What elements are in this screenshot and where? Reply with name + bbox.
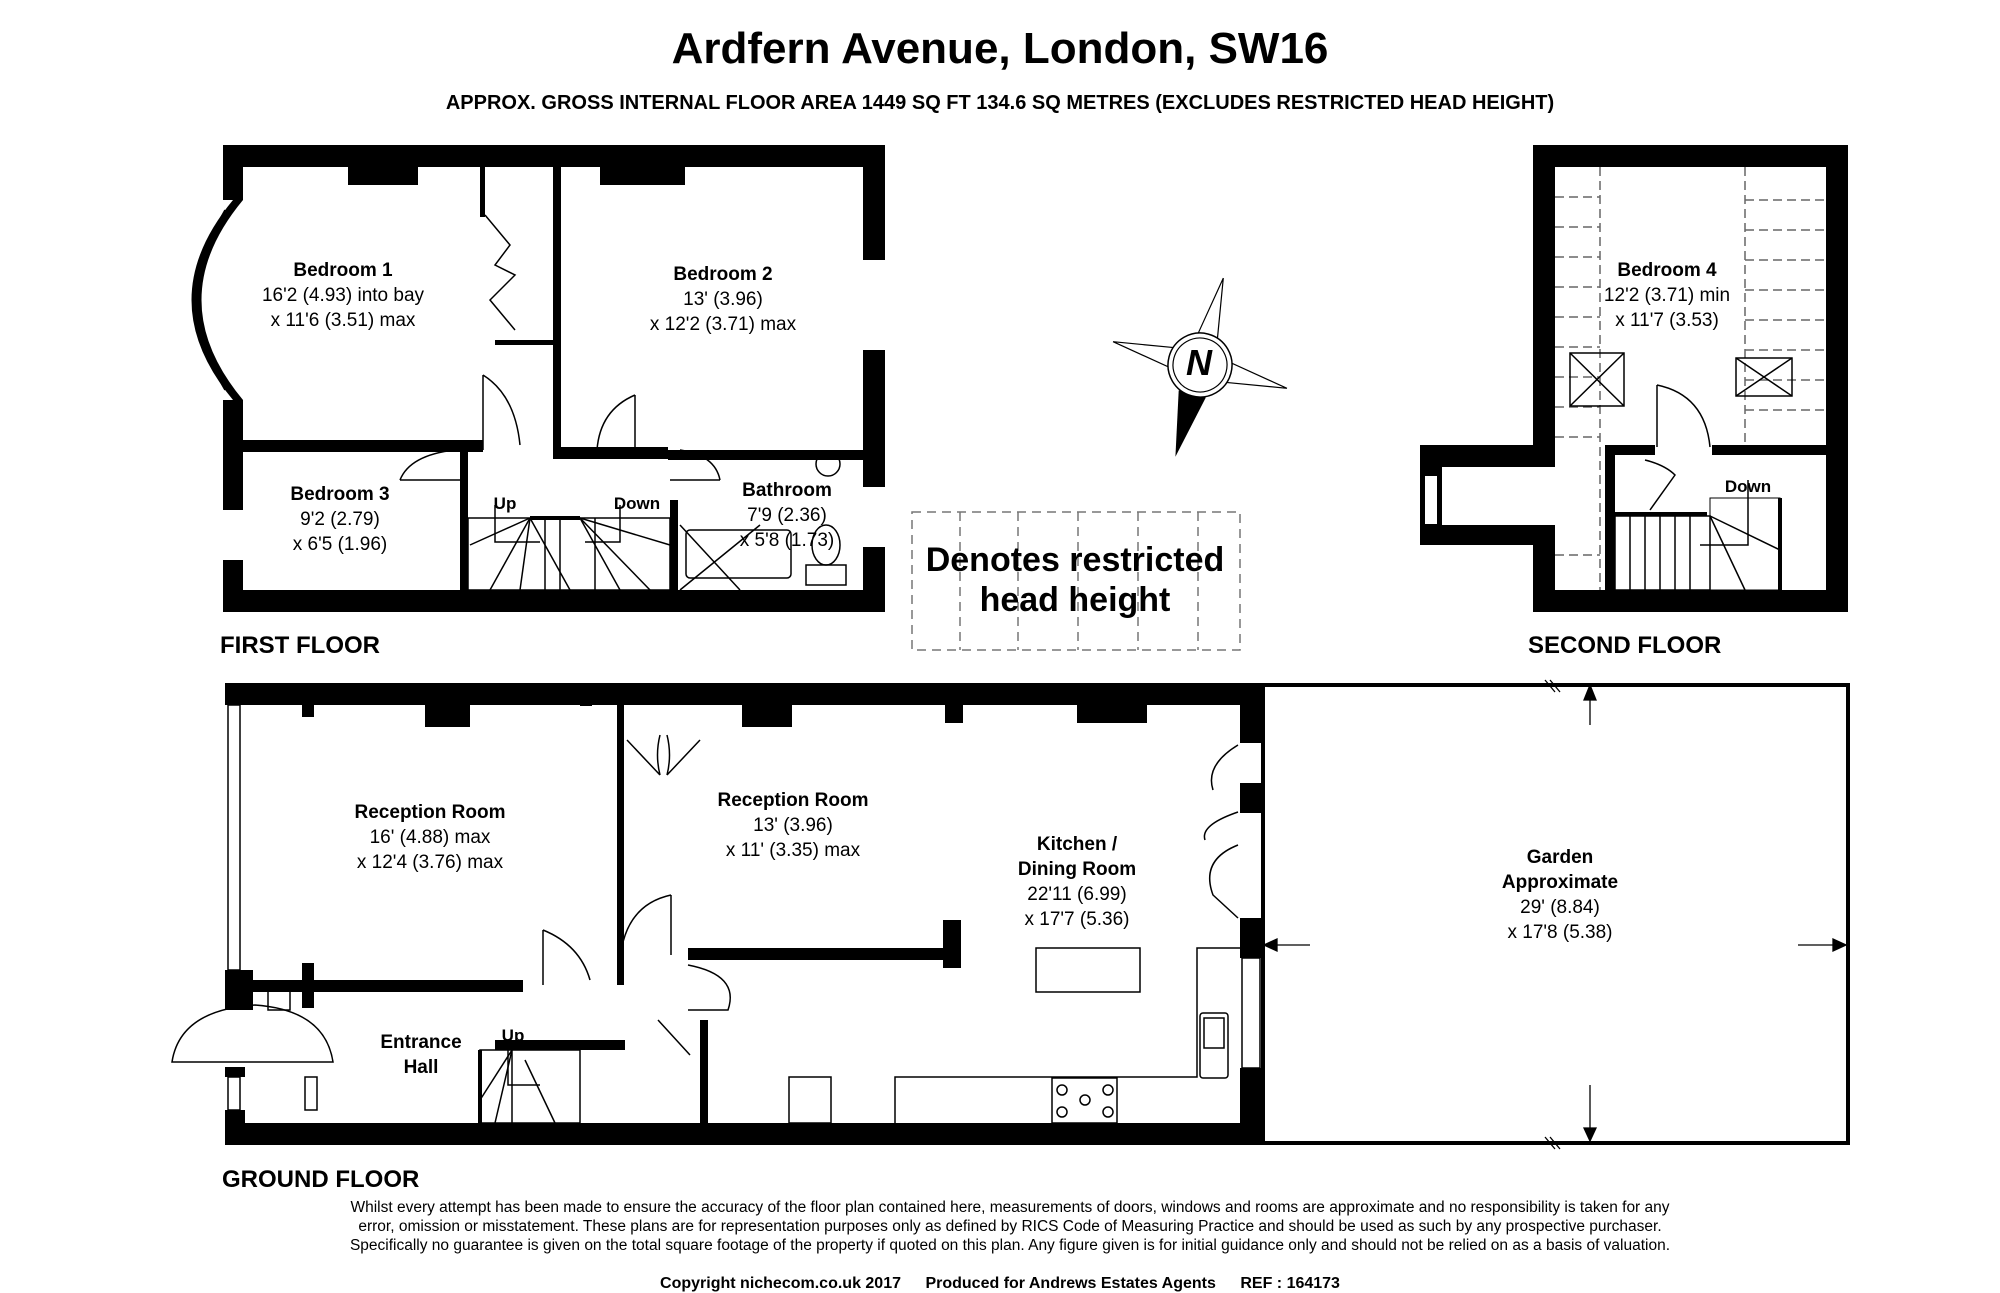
first-floor-fixtures <box>197 204 847 591</box>
first-floor-label: FIRST FLOOR <box>220 632 380 659</box>
ground-floor-label: GROUND FLOOR <box>222 1166 420 1193</box>
room-bedroom-4: Bedroom 4 12'2 (3.71) min x 11'7 (3.53) <box>1603 260 1731 331</box>
room-bedroom-1: Bedroom 1 16'2 (4.93) into bay x 11'6 (3… <box>261 260 425 331</box>
garden-plan <box>1261 679 1850 1150</box>
room-kitchen-dining: Kitchen / Dining Room 22'11 (6.99) x 17'… <box>1017 834 1137 930</box>
second-floor-stairs-down: Down <box>1724 477 1772 496</box>
legend-line-2: head height <box>979 581 1171 619</box>
disclaimer-line-3: Specifically no guarantee is given on th… <box>349 1237 1671 1254</box>
north-compass-icon <box>1112 277 1288 457</box>
ground-floor-fixtures <box>171 704 1261 1124</box>
first-floor-plan <box>191 145 885 612</box>
room-reception-room-rear: Reception Room 13' (3.96) x 11' (3.35) m… <box>717 790 869 861</box>
legend-line-1: Denotes restricted <box>925 541 1225 579</box>
second-floor-plan <box>1420 145 1848 612</box>
second-floor-fixtures <box>1555 167 1826 591</box>
disclaimer: Whilst every attempt has been made to en… <box>230 1198 1790 1255</box>
floor-area-subtitle: APPROX. GROSS INTERNAL FLOOR AREA 1449 S… <box>445 92 1555 114</box>
room-reception-room-front: Reception Room 16' (4.88) max x 12'4 (3.… <box>354 802 506 873</box>
room-entrance-hall: Entrance Hall <box>380 1032 462 1078</box>
copyright-text: Copyright nichecom.co.uk 2017 <box>660 1275 901 1292</box>
first-floor-stairs-up: Up <box>493 494 517 513</box>
ground-floor-stairs-up: Up <box>501 1026 525 1045</box>
ground-floor-plan <box>225 683 1263 1145</box>
first-floor-stairs-down: Down <box>613 494 661 513</box>
room-garden: Garden Approximate 29' (8.84) x 17'8 (5.… <box>1501 847 1619 943</box>
disclaimer-line-2: error, omission or misstatement. These p… <box>358 1218 1662 1235</box>
restricted-head-height-legend <box>911 511 1241 651</box>
produced-for-text: Produced for Andrews Estates Agents <box>925 1275 1216 1292</box>
room-bathroom: Bathroom 7'9 (2.36) x 5'8 (1.73) <box>739 480 835 551</box>
second-floor-label: SECOND FLOOR <box>1528 632 1722 659</box>
legend-text: Denotes restricted head height <box>910 540 1240 620</box>
disclaimer-line-1: Whilst every attempt has been made to en… <box>350 1199 1670 1216</box>
room-bedroom-3: Bedroom 3 9'2 (2.79) x 6'5 (1.96) <box>290 484 390 555</box>
room-bedroom-2: Bedroom 2 13' (3.96) x 12'2 (3.71) max <box>649 264 797 335</box>
copyright-line: Copyright nichecom.co.uk 2017 Produced f… <box>0 1275 2000 1293</box>
reference-number: REF : 164173 <box>1240 1275 1340 1292</box>
page-title: Ardfern Avenue, London, SW16 <box>671 24 1329 73</box>
compass-north-label: N <box>1186 342 1212 383</box>
